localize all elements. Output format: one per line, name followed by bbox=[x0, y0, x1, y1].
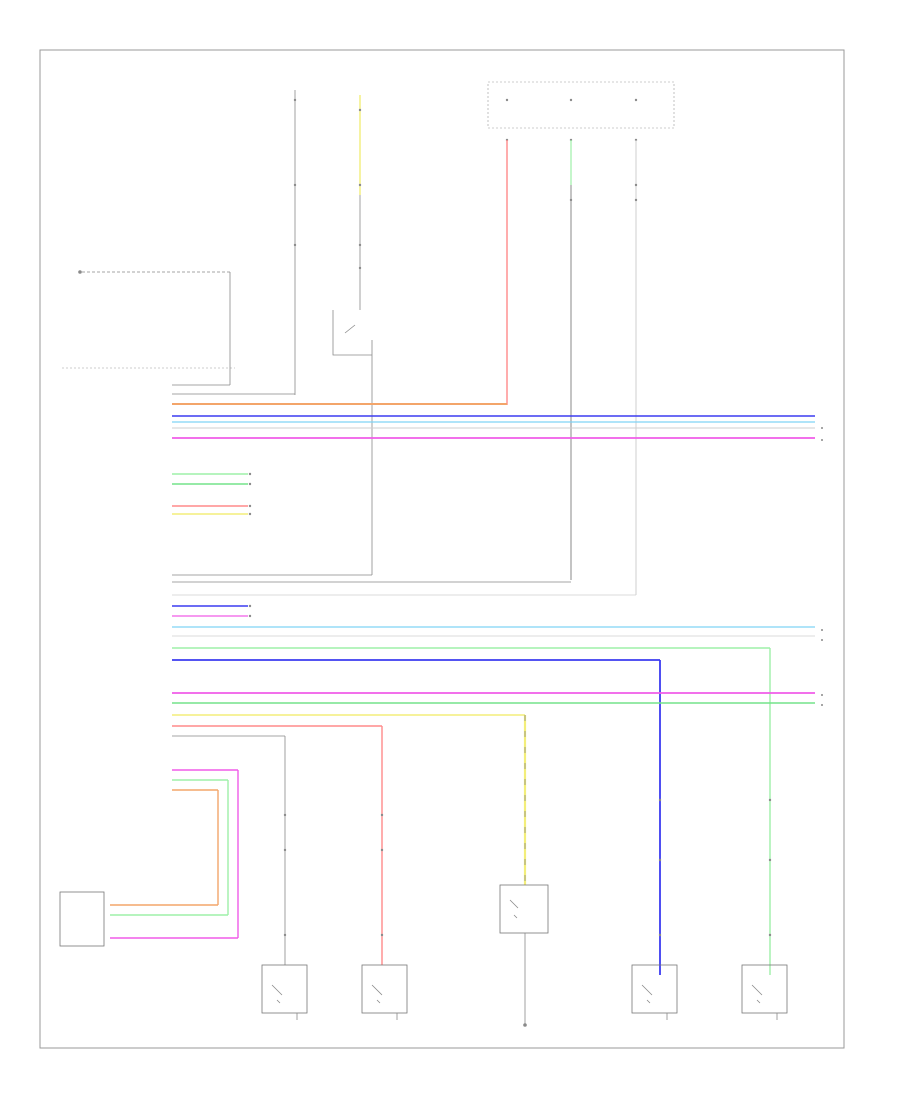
wire-row-1 bbox=[172, 384, 815, 439]
ground-stubs bbox=[296, 1013, 778, 1020]
component-right-1 bbox=[631, 964, 678, 1014]
top-left-connector bbox=[78, 270, 231, 385]
right-edge-markers bbox=[821, 427, 823, 706]
component-symbols bbox=[271, 899, 763, 1004]
wire-row-2 bbox=[172, 472, 252, 516]
component-left-2 bbox=[361, 964, 408, 1014]
component-left-1 bbox=[261, 964, 308, 1014]
fuse-group-yellow bbox=[332, 95, 373, 575]
sensor-box bbox=[59, 891, 105, 947]
component-right-2 bbox=[741, 964, 788, 1014]
fuse-group-left bbox=[293, 90, 297, 395]
wire-row-4 bbox=[172, 692, 815, 965]
diagram-frame bbox=[39, 49, 845, 1049]
fuse-block-right bbox=[487, 81, 675, 142]
sensor-loop bbox=[110, 769, 239, 939]
wire-row-3 bbox=[172, 574, 815, 975]
component-center bbox=[499, 884, 549, 934]
